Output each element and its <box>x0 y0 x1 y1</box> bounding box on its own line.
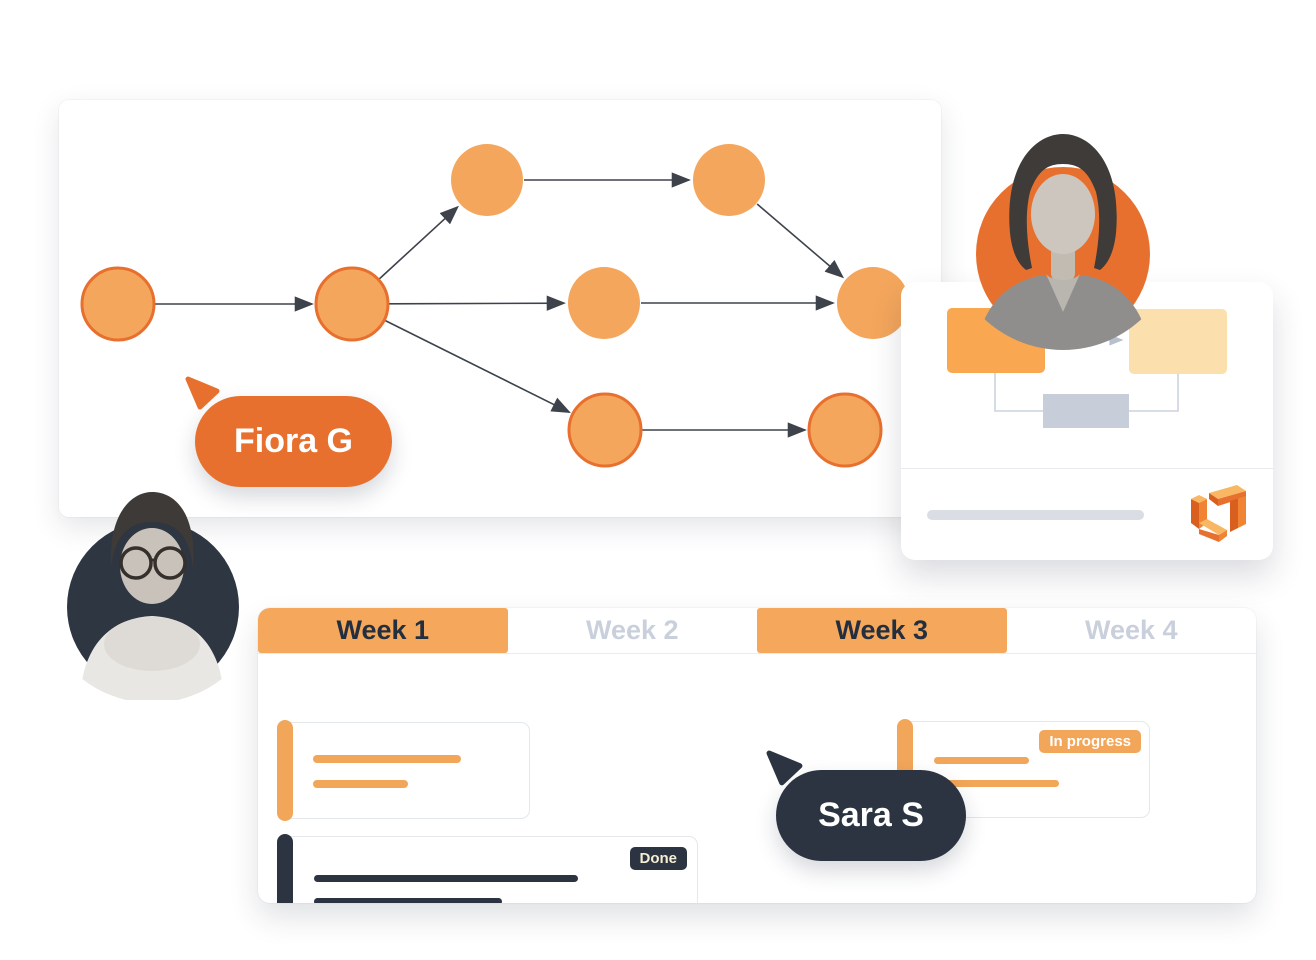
text-placeholder-line <box>934 757 1029 764</box>
planner-board: Done In progress <box>258 654 1256 903</box>
week-tab-bar: Week 1 Week 2 Week 3 Week 4 <box>258 608 1256 654</box>
mini-diagram-card <box>901 282 1273 560</box>
cursor-pointer-icon <box>766 750 803 786</box>
text-placeholder-line <box>314 898 502 903</box>
text-placeholder-bar <box>927 509 1144 520</box>
avatar-photo-icon <box>976 134 1150 350</box>
tab-week-3[interactable]: Week 3 <box>757 608 1007 653</box>
text-placeholder-line <box>313 755 461 763</box>
task-card-done[interactable]: Done <box>277 834 698 903</box>
mini-card-footer <box>901 468 1273 560</box>
tab-week-4[interactable]: Week 4 <box>1006 608 1256 653</box>
cursor-label-fiora: Fiora G <box>195 396 392 487</box>
cursor-label-sara: Sara S <box>776 770 966 861</box>
collaborator-avatar-top-right <box>948 118 1178 355</box>
tab-week-1[interactable]: Week 1 <box>258 608 508 653</box>
task-card-week1[interactable] <box>277 720 530 821</box>
mini-connector-elbow-right <box>1129 374 1179 412</box>
text-placeholder-line <box>314 875 578 882</box>
text-placeholder-line <box>934 780 1059 787</box>
task-card-in-progress[interactable]: In progress <box>897 719 1150 820</box>
lucid-logo <box>1191 484 1246 542</box>
status-badge-in-progress: In progress <box>1039 730 1141 753</box>
task-accent-bar <box>277 720 293 821</box>
avatar-photo-icon <box>67 492 239 700</box>
tab-week-2[interactable]: Week 2 <box>507 608 757 653</box>
mini-shape-pale <box>1129 309 1227 374</box>
task-accent-bar <box>277 834 293 903</box>
collaborator-cursor-fiora: Fiora G <box>185 376 392 487</box>
text-placeholder-line <box>313 780 408 788</box>
collaborator-cursor-sara: Sara S <box>766 750 966 861</box>
week-planner-panel: Week 1 Week 2 Week 3 Week 4 Done In prog… <box>258 608 1256 903</box>
mini-connector-elbow-left <box>994 373 1043 412</box>
collaborator-avatar-left <box>40 468 266 705</box>
status-badge-done: Done <box>629 847 687 870</box>
mini-shape-gray <box>1043 394 1129 428</box>
cursor-pointer-icon <box>185 376 220 410</box>
